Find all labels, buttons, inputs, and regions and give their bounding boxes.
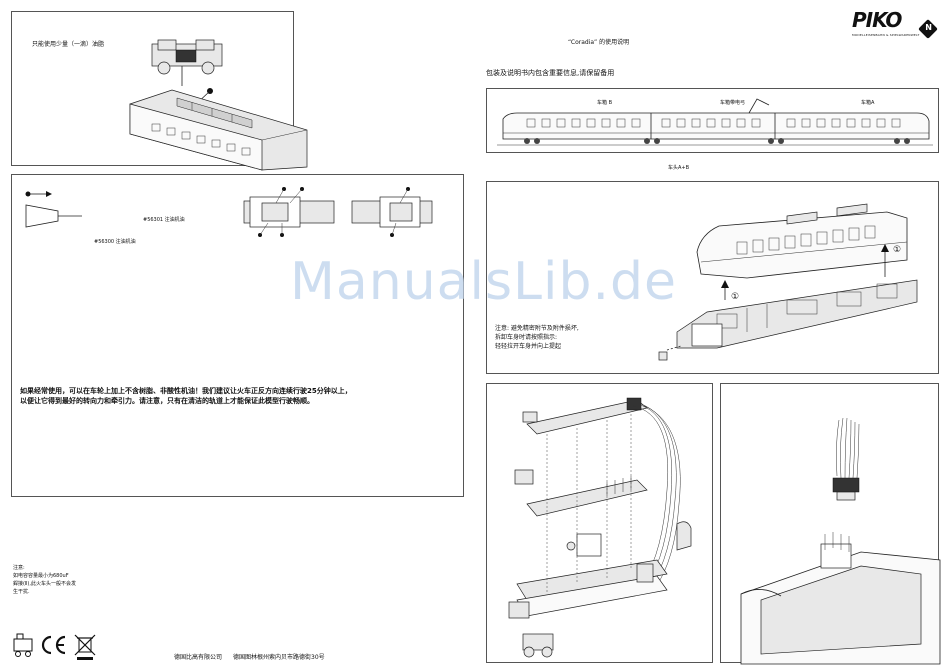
footer-address: 德国图林根州索内贝市路德街30号 bbox=[233, 654, 325, 661]
oil-instruction-label: 只能使用少量（一滴）油脂 bbox=[32, 41, 105, 48]
watermark: ManualsLib.de bbox=[290, 252, 678, 312]
manual-subtitle: 包装及说明书内包含重要信息,请保留备用 bbox=[486, 69, 615, 77]
panel-disassembly: ① ① 注意: 避免精密附节及附件损坏, 拆卸车身时请按照指示: 轻轻拉开车身并… bbox=[486, 181, 939, 374]
footnote-line-2: 如电容容量最小为680uF bbox=[13, 573, 69, 579]
disassembly-note-2: 拆卸车身时请按照指示: bbox=[495, 334, 558, 341]
coach-b-label: 车箱 B bbox=[597, 100, 613, 106]
compliance-icons bbox=[13, 633, 96, 660]
disassembly-note-3: 轻轻拉开车身并向上提起 bbox=[495, 343, 562, 350]
body-removal-illustration bbox=[658, 203, 918, 361]
panel-train-overview: 车箱 B 车箱带电弓 车箱A bbox=[486, 88, 939, 153]
piko-logo: PIKO MODELLEISENBAHN & SPIELWARENWELT N bbox=[852, 8, 942, 42]
manual-title: “Coradia” 的使用说明 bbox=[568, 39, 630, 46]
exploded-chassis-illustration bbox=[508, 397, 692, 658]
weee-bin-icon bbox=[74, 634, 96, 660]
footnote-line-1: 注意: bbox=[13, 565, 25, 571]
piko-logo-text: PIKO bbox=[852, 8, 902, 32]
wiring-detail-illustration bbox=[740, 417, 941, 665]
footnote-line-4: 生干扰. bbox=[13, 589, 30, 595]
coach-a-label: 车箱A bbox=[861, 100, 875, 106]
ce-mark-icon bbox=[41, 635, 66, 655]
footnote-line-3: 銲接(Ⅱ),此火车头一般不会发 bbox=[13, 581, 76, 587]
n-scale-badge: N bbox=[918, 19, 938, 39]
maintenance-text-line-1: 如果经常使用，可以在车轮上加上不含树脂、非酸性机油！我们建议让火车正反方向连续行… bbox=[20, 387, 352, 395]
step-marker-left: ① bbox=[731, 292, 740, 302]
oil-product-label-b: #56300 注油机油 bbox=[94, 239, 136, 245]
toy-train-warning-icon bbox=[13, 633, 33, 657]
chassis-top-view-illustration bbox=[243, 187, 433, 237]
oiler-tool-illustration bbox=[25, 191, 82, 228]
maintenance-text-line-2: 以便让它得到最好的转向力和牵引力。请注意，只有在清洁的轨道上才能保证此模型行驶畅… bbox=[20, 397, 314, 405]
coach-pantograph-label: 车箱带电弓 bbox=[720, 100, 746, 106]
panel-tools-maintenance: #56301 注油机油 #56300 注油机油 如果经常使用，可以在车轮上加上不… bbox=[11, 174, 464, 497]
oiling-bogie-illustration bbox=[129, 39, 308, 171]
oil-product-label-a: #56301 注油机油 bbox=[143, 217, 185, 223]
footer-company: 德国比高有限公司 bbox=[174, 654, 223, 661]
train-side-view-illustration bbox=[497, 98, 933, 146]
panel-exploded-view bbox=[486, 383, 713, 663]
disassembly-note-1: 注意: 避免精密附节及附件损坏, bbox=[495, 325, 579, 332]
panel-oiling: 只能使用少量（一滴）油脂 bbox=[11, 11, 308, 171]
step-marker-right: ① bbox=[893, 245, 902, 255]
train-overview-caption: 车头A+B bbox=[668, 165, 690, 171]
n-scale-badge-label: N bbox=[925, 22, 932, 32]
piko-logo-subtitle: MODELLEISENBAHN & SPIELWARENWELT bbox=[852, 33, 920, 37]
panel-wiring bbox=[720, 383, 941, 665]
